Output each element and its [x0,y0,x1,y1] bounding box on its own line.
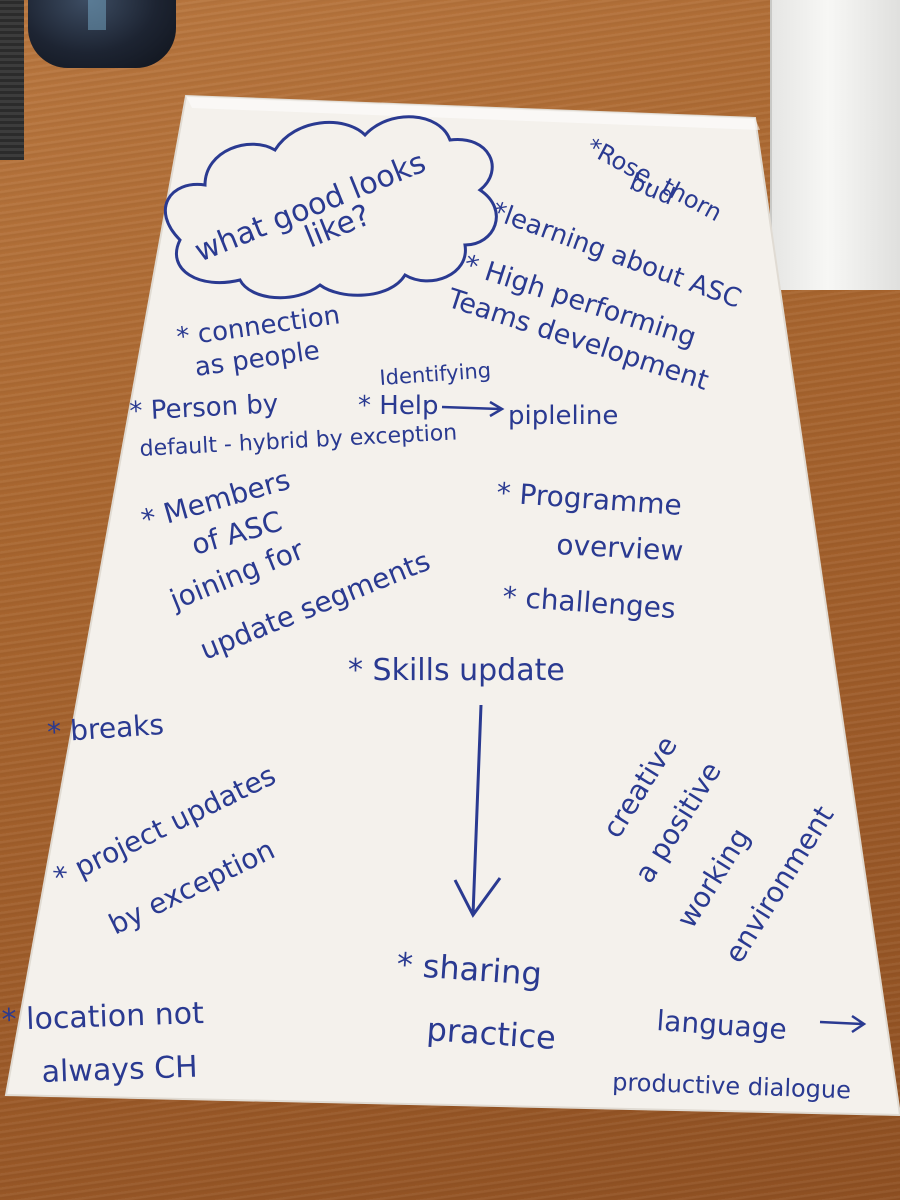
down-arrow [453,704,502,918]
water-bottle [28,0,176,68]
language-arrow [819,1014,867,1034]
note-programme-2: overview [556,528,684,568]
note-help: * Help [358,391,439,421]
cloud-outline [163,115,498,300]
white-tray [770,0,900,290]
note-skills-update: * Skills update [348,653,565,688]
note-pipeline: pipleline [508,401,618,431]
desk-mat [0,0,24,160]
note-breaks: * breaks [46,708,165,749]
help-arrow [441,400,505,418]
note-sharing-2: practice [425,1010,557,1057]
paper-sheet [4,94,900,1117]
note-location-2: always CH [41,1050,198,1090]
note-location-1: * location not [1,996,205,1038]
